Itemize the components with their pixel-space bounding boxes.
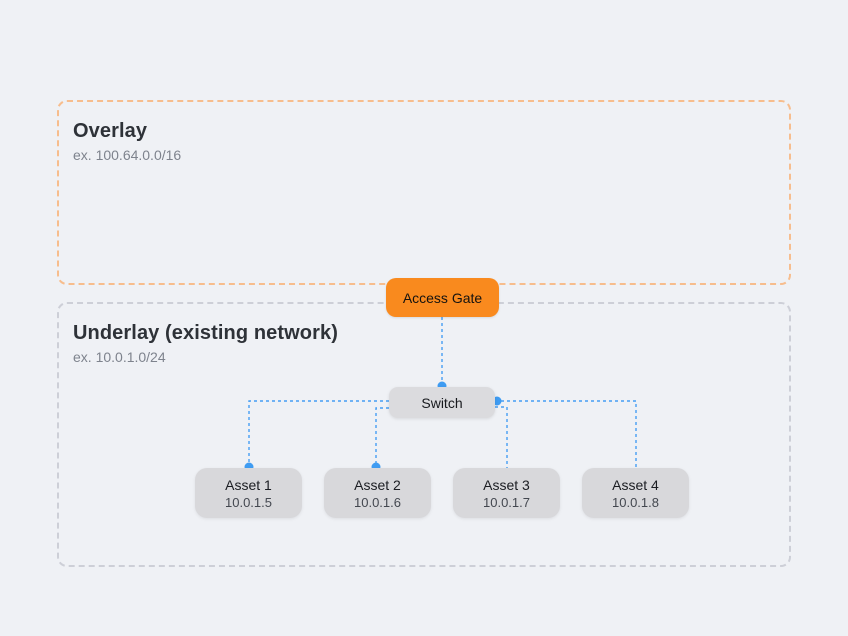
underlay-region: Underlay (existing network) ex. 10.0.1.0… (57, 302, 791, 567)
asset-1-ip: 10.0.1.5 (225, 494, 272, 510)
asset-3-node: Asset 3 10.0.1.7 (453, 468, 560, 518)
switch-node: Switch (389, 387, 495, 418)
underlay-region-title: Underlay (existing network) (73, 322, 338, 344)
underlay-region-subtitle: ex. 10.0.1.0/24 (73, 349, 166, 365)
overlay-region: Overlay ex. 100.64.0.0/16 (57, 100, 791, 285)
access-gate-label: Access Gate (402, 289, 483, 306)
overlay-region-subtitle: ex. 100.64.0.0/16 (73, 147, 182, 163)
asset-2-node: Asset 2 10.0.1.6 (324, 468, 431, 518)
asset-2-ip: 10.0.1.6 (354, 494, 401, 510)
asset-4-name: Asset 4 (612, 476, 659, 493)
asset-1-name: Asset 1 (225, 476, 272, 493)
access-gate-node: Access Gate (386, 278, 499, 317)
asset-2-name: Asset 2 (354, 476, 401, 493)
overlay-region-title: Overlay (73, 120, 148, 142)
asset-3-ip: 10.0.1.7 (483, 494, 530, 510)
asset-3-name: Asset 3 (483, 476, 530, 493)
asset-1-node: Asset 1 10.0.1.5 (195, 468, 302, 518)
asset-4-node: Asset 4 10.0.1.8 (582, 468, 689, 518)
asset-4-ip: 10.0.1.8 (612, 494, 659, 510)
switch-label: Switch (421, 394, 463, 411)
